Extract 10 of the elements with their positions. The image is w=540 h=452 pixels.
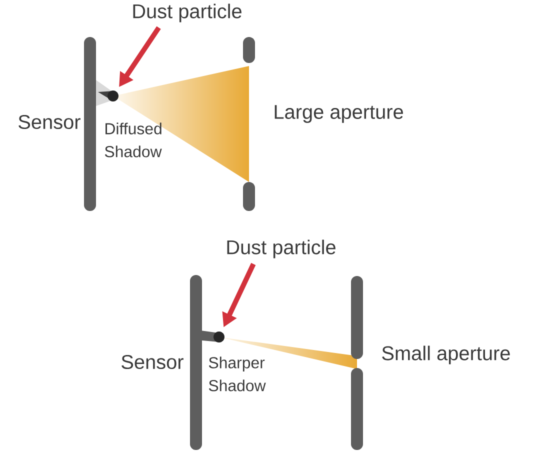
- callout-text: Dust particle: [133, 4, 242, 22]
- part-label: Large aperture: [274, 105, 403, 123]
- callout-text: Dust particle: [227, 240, 336, 258]
- part-label: Sensor: [18, 114, 80, 130]
- shadow-label: Diffused Shadow: [104, 122, 162, 158]
- part-label: Small aperture: [382, 346, 510, 364]
- dust-particle: [108, 90, 118, 102]
- shadow-label: Sharper Shadow: [208, 356, 266, 392]
- part-label: Sensor: [122, 354, 184, 370]
- dust-particle: [214, 332, 224, 342]
